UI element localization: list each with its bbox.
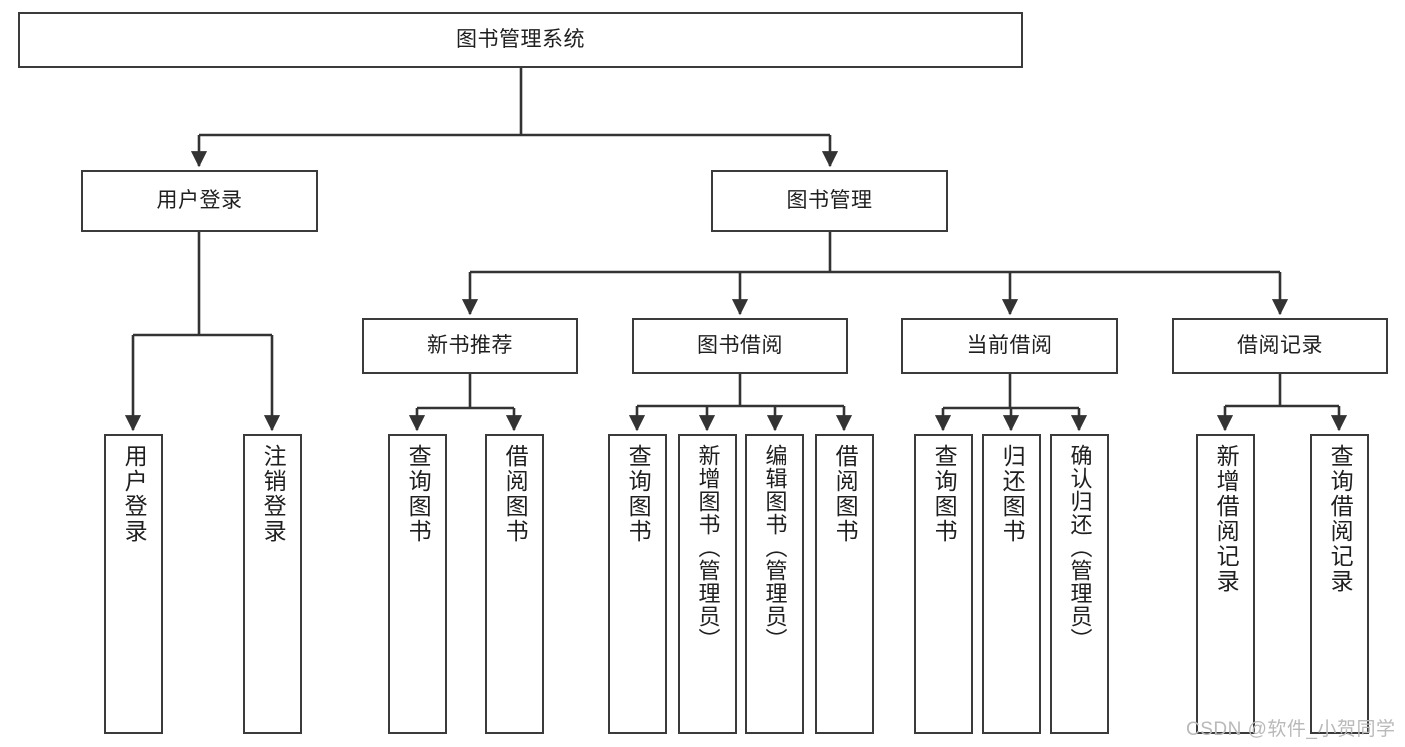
node-leaf-borrow-book[interactable]: 借阅图书 bbox=[815, 434, 874, 734]
node-leaf-query-book-borrow[interactable]: 查询图书 bbox=[608, 434, 667, 734]
node-leaf-add-book-admin-label: 新增图书（管理员） bbox=[695, 444, 721, 651]
node-book-borrow-label: 图书借阅 bbox=[697, 334, 783, 358]
node-new-book-recommend-label: 新书推荐 bbox=[427, 334, 513, 358]
node-user-login[interactable]: 用户登录 bbox=[81, 170, 318, 232]
node-current-borrow-label: 当前借阅 bbox=[966, 334, 1053, 358]
node-current-borrow[interactable]: 当前借阅 bbox=[901, 318, 1118, 374]
node-leaf-add-borrow-record[interactable]: 新增借阅记录 bbox=[1196, 434, 1255, 734]
node-borrow-record[interactable]: 借阅记录 bbox=[1172, 318, 1388, 374]
watermark: CSDN @软件_小贺同学 bbox=[1186, 719, 1396, 740]
node-leaf-query-book-recommend-label: 查询图书 bbox=[405, 444, 432, 544]
node-book-manage[interactable]: 图书管理 bbox=[711, 170, 948, 232]
node-leaf-query-borrow-record[interactable]: 查询借阅记录 bbox=[1310, 434, 1369, 734]
node-leaf-query-book-recommend[interactable]: 查询图书 bbox=[388, 434, 447, 734]
node-leaf-add-book-admin[interactable]: 新增图书（管理员） bbox=[678, 434, 737, 734]
node-leaf-user-logout[interactable]: 注销登录 bbox=[243, 434, 302, 734]
node-leaf-borrow-book-recommend[interactable]: 借阅图书 bbox=[485, 434, 544, 734]
node-leaf-return-book-label: 归还图书 bbox=[999, 444, 1026, 544]
node-leaf-query-book-current[interactable]: 查询图书 bbox=[914, 434, 973, 734]
node-leaf-add-borrow-record-label: 新增借阅记录 bbox=[1213, 444, 1240, 594]
node-leaf-query-borrow-record-label: 查询借阅记录 bbox=[1327, 444, 1354, 594]
node-borrow-record-label: 借阅记录 bbox=[1237, 334, 1323, 358]
node-leaf-edit-book-admin-label: 编辑图书（管理员） bbox=[762, 444, 788, 651]
node-leaf-confirm-return-admin[interactable]: 确认归还（管理员） bbox=[1050, 434, 1109, 734]
node-leaf-confirm-return-admin-label: 确认归还（管理员） bbox=[1067, 444, 1093, 651]
node-root-label: 图书管理系统 bbox=[456, 28, 585, 52]
node-leaf-borrow-book-label: 借阅图书 bbox=[832, 444, 859, 544]
node-book-manage-label: 图书管理 bbox=[786, 189, 873, 213]
node-book-borrow[interactable]: 图书借阅 bbox=[632, 318, 848, 374]
node-leaf-edit-book-admin[interactable]: 编辑图书（管理员） bbox=[745, 434, 804, 734]
node-leaf-user-login[interactable]: 用户登录 bbox=[104, 434, 163, 734]
node-root[interactable]: 图书管理系统 bbox=[18, 12, 1023, 68]
node-leaf-query-book-borrow-label: 查询图书 bbox=[625, 444, 652, 544]
node-new-book-recommend[interactable]: 新书推荐 bbox=[362, 318, 578, 374]
node-leaf-user-login-label: 用户登录 bbox=[121, 444, 148, 544]
node-leaf-borrow-book-recommend-label: 借阅图书 bbox=[502, 444, 529, 544]
node-leaf-user-logout-label: 注销登录 bbox=[260, 444, 287, 544]
node-user-login-label: 用户登录 bbox=[156, 189, 243, 213]
node-leaf-return-book[interactable]: 归还图书 bbox=[982, 434, 1041, 734]
node-leaf-query-book-current-label: 查询图书 bbox=[931, 444, 958, 544]
